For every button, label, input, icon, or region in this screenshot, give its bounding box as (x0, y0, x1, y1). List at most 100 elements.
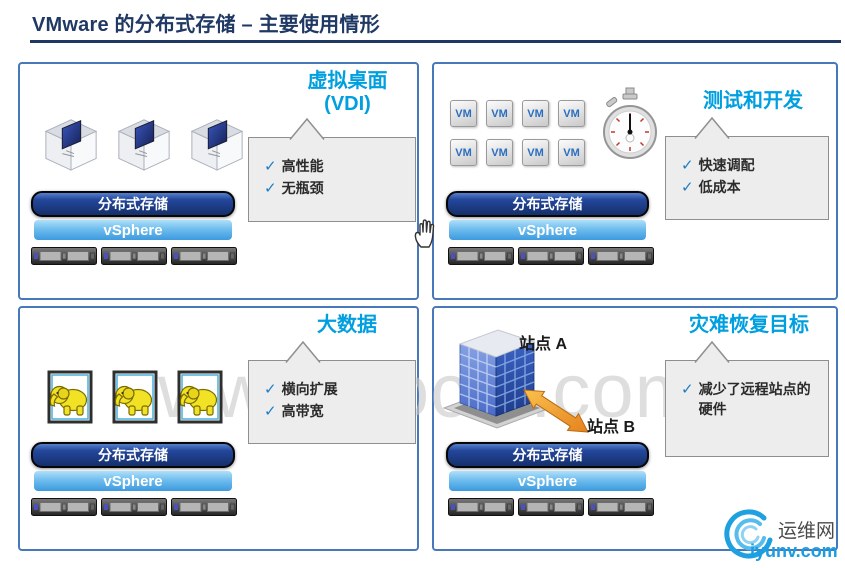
quadrant-big-data-title: 大数据 (282, 314, 412, 337)
iyunv-logo-swirl-icon (724, 509, 773, 559)
storage-bar: 分布式存储 (31, 442, 235, 468)
quadrant-test-dev: 测试和开发 VM VM VM VM VM VM VM VM (432, 62, 838, 300)
check-icon: ✓ (264, 402, 277, 420)
quadrant-title-line: 大数据 (317, 314, 377, 336)
vm-label: VM (455, 107, 472, 120)
hadoop-icon-group (47, 370, 223, 424)
check-icon: ✓ (681, 178, 694, 196)
vdi-cube-icon (44, 119, 98, 171)
vm-label: VM (455, 146, 472, 159)
stopwatch-icon (603, 87, 657, 159)
vm-icon: VM (558, 139, 585, 166)
check-icon: ✓ (681, 381, 694, 398)
bullet-item: ✓ 高带宽 (264, 401, 409, 423)
server-rack-group (448, 498, 654, 516)
bullet-text: 横向扩展 (281, 381, 338, 397)
quadrant-vdi-title: 虚拟桌面 (VDI) (265, 70, 430, 116)
bullet-text: 无瓶颈 (281, 179, 324, 196)
title-divider (30, 40, 841, 43)
site-b-label: 站点 B (587, 419, 636, 436)
vm-label: VM (527, 107, 544, 120)
page-title: VMware 的分布式存储 – 主要使用情形 (32, 14, 380, 36)
check-icon: ✓ (264, 179, 277, 197)
vm-label: VM (527, 146, 544, 159)
callout-tail (285, 341, 321, 363)
quadrant-disaster-recovery: 灾难恢复目标 站点 A 站点 B (432, 306, 838, 551)
callout-big-data: ✓ 横向扩展 ✓ 高带宽 (248, 341, 416, 444)
callout-tail (694, 341, 730, 363)
vdi-cube-icon (190, 119, 244, 171)
server-rack-icon (588, 498, 654, 516)
server-rack-icon (101, 247, 167, 265)
server-rack-icon (31, 247, 97, 265)
check-icon: ✓ (264, 158, 277, 175)
site-a-label: 站点 A (519, 336, 568, 353)
quadrant-big-data: 大数据 (18, 306, 419, 551)
server-rack-icon (518, 498, 584, 516)
hand-cursor-icon (414, 219, 435, 248)
storage-bar: 分布式存储 (446, 191, 649, 217)
quadrant-title-line: 虚拟桌面 (307, 70, 388, 92)
bullet-text: 高性能 (281, 158, 324, 174)
server-rack-group (31, 498, 237, 516)
callout-tail (289, 118, 325, 140)
vsphere-bar: vSphere (34, 471, 232, 491)
server-rack-icon (101, 498, 167, 516)
quadrant-dr-title: 灾难恢复目标 (669, 314, 829, 337)
server-rack-icon (31, 498, 97, 516)
vdi-cube-group (42, 112, 246, 172)
vm-icon: VM (558, 100, 585, 127)
storage-bar: 分布式存储 (31, 191, 235, 217)
vsphere-bar: vSphere (34, 220, 232, 240)
vm-label: VM (563, 146, 580, 159)
callout-disaster-recovery: ✓ 减少了远程站点的硬件 (665, 341, 829, 457)
server-rack-icon (171, 498, 237, 516)
quadrant-vdi: 虚拟桌面 (VDI) (18, 62, 419, 300)
server-rack-group (448, 247, 654, 265)
callout-vdi: ✓ 高性能 ✓ 无瓶颈 (248, 118, 416, 222)
quadrant-test-dev-title: 测试和开发 (678, 90, 828, 113)
vm-icon: VM (450, 100, 477, 127)
site-link-arrow-icon (523, 389, 589, 433)
bullet-item: ✓ 横向扩展 (264, 379, 409, 401)
bullet-list: ✓ 减少了远程站点的硬件 (666, 361, 828, 420)
vdi-cube-icon (117, 119, 171, 171)
quadrant-subtitle-line: (VDI) (324, 93, 371, 115)
bullet-text: 低成本 (698, 178, 741, 195)
hadoop-elephant-icon (47, 370, 93, 424)
vm-label: VM (491, 146, 508, 159)
hadoop-elephant-icon (112, 370, 158, 424)
server-rack-icon (518, 247, 584, 265)
bullet-list: ✓ 高性能 ✓ 无瓶颈 (249, 138, 415, 200)
bullet-list: ✓ 横向扩展 ✓ 高带宽 (249, 361, 415, 423)
vsphere-bar: vSphere (449, 471, 646, 491)
vsphere-bar: vSphere (449, 220, 646, 240)
server-rack-icon (448, 247, 514, 265)
bullet-text: 快速调配 (698, 157, 755, 173)
vm-icon: VM (486, 139, 513, 166)
logo-name: 运维网 (778, 521, 836, 542)
server-rack-icon (448, 498, 514, 516)
server-rack-icon (588, 247, 654, 265)
check-icon: ✓ (681, 157, 694, 174)
vm-icon: VM (522, 139, 549, 166)
vm-icon: VM (486, 100, 513, 127)
building-icon (442, 329, 552, 429)
server-rack-icon (171, 247, 237, 265)
logo-domain: iyunv.com (750, 541, 838, 561)
bullet-item: ✓ 无瓶颈 (264, 178, 409, 200)
storage-bar: 分布式存储 (446, 442, 649, 468)
quadrant-title-line: 灾难恢复目标 (689, 314, 809, 336)
bullet-text: 高带宽 (281, 402, 324, 419)
bullet-text: 减少了远程站点的硬件 (698, 381, 811, 418)
quadrant-title-line: 测试和开发 (703, 90, 803, 112)
bullet-list: ✓ 快速调配 ✓ 低成本 (666, 137, 828, 199)
server-rack-group (31, 247, 237, 265)
bullet-item: ✓ 快速调配 (681, 155, 822, 177)
vm-icon: VM (450, 139, 477, 166)
hadoop-elephant-icon (177, 370, 223, 424)
vm-icon-grid: VM VM VM VM VM VM VM VM (450, 100, 585, 166)
bullet-item: ✓ 高性能 (264, 156, 409, 178)
check-icon: ✓ (264, 381, 277, 398)
